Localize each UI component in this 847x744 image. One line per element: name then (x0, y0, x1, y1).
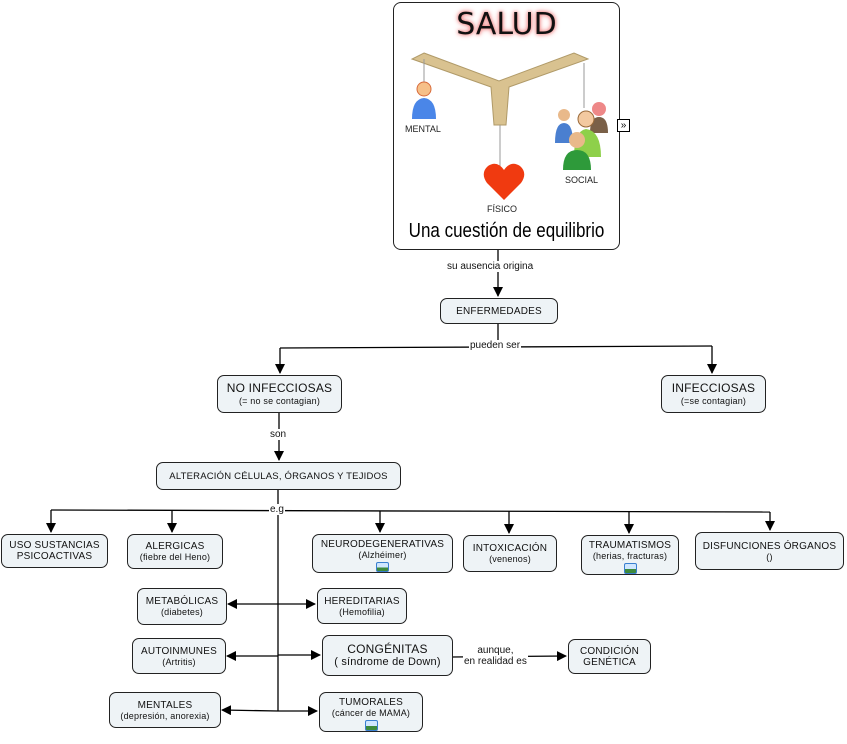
node-title: TRAUMATISMOS (588, 540, 672, 551)
node-metabolicas[interactable]: METABÓLICAS(diabetes) (137, 588, 227, 625)
double-chevron-right-icon[interactable]: » (617, 119, 630, 132)
node-title: INFECCIOSAS (671, 380, 756, 395)
link-label-su-ausencia: su ausencia origina (446, 261, 535, 272)
node-subtitle: ( síndrome de Down) (334, 656, 441, 668)
salud-concept-node[interactable]: SALUD MENTAL FÍSICO SOCIAL Una cuestión … (393, 2, 620, 250)
node-disfunciones[interactable]: DISFUNCIONES ÓRGANOS() (695, 532, 844, 570)
node-no-infecciosas[interactable]: NO INFECCIOSAS(= no se contagian) (217, 375, 342, 413)
node-subtitle: (herias, fracturas) (592, 551, 668, 561)
mental-label: MENTAL (405, 124, 441, 134)
social-group-icon (555, 102, 608, 170)
link-label-aunque: aunque,en realidad es (463, 645, 528, 667)
node-mentales[interactable]: MENTALES(depresión, anorexia) (109, 692, 221, 728)
node-title: DISFUNCIONES ÓRGANOS (702, 540, 837, 552)
node-subtitle: PSICOACTIVAS (16, 551, 93, 562)
social-label: SOCIAL (565, 175, 599, 185)
node-title: ALERGICAS (145, 541, 205, 552)
node-hereditarias[interactable]: HEREDITARIAS(Hemofilia) (317, 588, 407, 624)
node-subtitle: () (766, 551, 773, 562)
node-intoxicacion[interactable]: INTOXICACIÓN(venenos) (463, 535, 557, 572)
salud-title: SALUD (456, 7, 557, 42)
node-neurodegenerativas[interactable]: NEURODEGENERATIVAS(Alzhéimer) (312, 534, 453, 573)
balance-mobile-illustration (410, 52, 608, 200)
node-subtitle: (depresión, anorexia) (120, 710, 210, 721)
node-title: AUTOINMUNES (141, 645, 217, 657)
mental-person-icon (412, 81, 436, 119)
link-label-aunque-1: aunque, (477, 645, 514, 656)
image-attachment-icon[interactable] (364, 720, 378, 731)
node-title: TUMORALES (338, 697, 404, 708)
node-subtitle: (=se contagian) (680, 395, 747, 406)
node-subtitle: (Artritis) (162, 656, 196, 667)
node-title: NO INFECCIOSAS (226, 380, 333, 395)
node-autoinmunes[interactable]: AUTOINMUNES(Artritis) (132, 638, 226, 674)
image-attachment-icon[interactable] (623, 563, 637, 574)
salud-caption: Una cuestión de equilibrio (408, 220, 605, 242)
fisico-label: FÍSICO (487, 204, 518, 214)
node-title: CONGÉNITAS (347, 642, 428, 656)
node-traumatismos[interactable]: TRAUMATISMOS(herias, fracturas) (581, 535, 679, 575)
node-subtitle: (diabetes) (160, 607, 204, 617)
node-subtitle: (venenos) (489, 554, 531, 564)
image-attachment-icon[interactable] (376, 562, 389, 572)
node-title: METABÓLICAS (145, 596, 219, 607)
node-title: INTOXICACIÓN (472, 543, 548, 554)
node-subtitle: (cáncer de MAMA) (331, 708, 411, 718)
node-enfermedades[interactable]: ENFERMEDADES (440, 298, 558, 324)
link-label-son: son (269, 429, 288, 440)
heart-icon (483, 163, 525, 200)
node-subtitle: GENÉTICA (583, 656, 636, 668)
node-title: NEURODEGENERATIVAS (320, 539, 445, 550)
link-label-aunque-2: en realidad es (464, 656, 527, 667)
node-infecciosas[interactable]: INFECCIOSAS(=se contagian) (661, 375, 766, 413)
node-title: HEREDITARIAS (324, 595, 400, 607)
node-title: ENFERMEDADES (456, 305, 542, 317)
node-tumorales[interactable]: TUMORALES(cáncer de MAMA) (319, 692, 423, 732)
node-subtitle: (Alzhéimer) (358, 550, 407, 560)
link-label-eg: e.g (269, 504, 285, 515)
node-subtitle: (= no se contagian) (238, 395, 321, 406)
link-label-pueden-ser: pueden ser (469, 340, 522, 351)
node-alergicas[interactable]: ALERGICAS(fiebre del Heno) (127, 534, 223, 569)
node-subtitle: (Hemofilia) (339, 606, 385, 617)
node-title: MENTALES (137, 699, 193, 711)
node-title: ALTERACIÓN CÉLULAS, ÓRGANOS Y TEJIDOS (169, 470, 388, 482)
node-title: USO SUSTANCIAS (9, 540, 100, 551)
node-congenitas[interactable]: CONGÉNITAS( síndrome de Down) (322, 635, 453, 676)
node-subtitle: (fiebre del Heno) (139, 552, 211, 562)
node-title: CONDICIÓN (579, 645, 640, 657)
node-alteracion[interactable]: ALTERACIÓN CÉLULAS, ÓRGANOS Y TEJIDOS (156, 462, 401, 490)
